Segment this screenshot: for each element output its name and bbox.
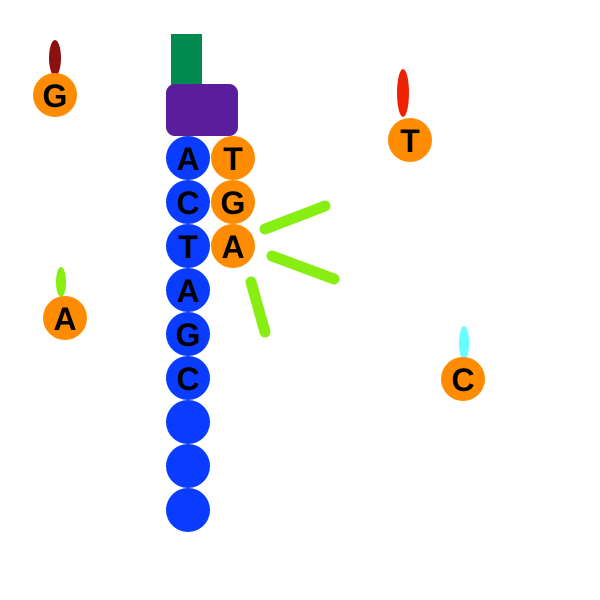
nucleotide-circle [43, 296, 87, 340]
primer-stem [171, 34, 202, 88]
template-base-5-letter: G [176, 317, 201, 353]
synthesized-base-3-letter: A [221, 229, 244, 265]
synthesized-base-1: T [211, 136, 255, 180]
nucleotide-circle [33, 73, 77, 117]
nucleotide-letter: G [43, 78, 68, 114]
ray-upper [259, 200, 331, 235]
template-base-6: C [166, 356, 210, 400]
synthesized-base-2-letter: G [221, 185, 246, 221]
incorporation-rays [245, 200, 340, 338]
synthesized-base-3-circle [211, 224, 255, 268]
synthesized-base-1-letter: T [223, 141, 243, 177]
template-base-6-letter: C [176, 361, 199, 397]
synthesized-base-1-circle [211, 136, 255, 180]
template-base-9 [166, 488, 210, 532]
free-nucleotide-C: C [441, 326, 485, 401]
free-nucleotide-G: G [33, 40, 77, 117]
free-nucleotide-T: T [388, 69, 432, 162]
template-base-7-circle [166, 400, 210, 444]
ray-lower [245, 276, 271, 338]
fluorescent-tag [49, 40, 61, 76]
nucleotide-circle [388, 118, 432, 162]
template-base-8-circle [166, 444, 210, 488]
template-base-3-circle [166, 224, 210, 268]
synthesized-strand: TGA [211, 136, 255, 268]
template-base-5-circle [166, 312, 210, 356]
synthesized-base-3: A [211, 224, 255, 268]
template-base-4-circle [166, 268, 210, 312]
template-base-6-circle [166, 356, 210, 400]
template-base-2: C [166, 180, 210, 224]
template-base-1-circle [166, 136, 210, 180]
synthesized-base-2: G [211, 180, 255, 224]
template-base-1-letter: A [176, 141, 199, 177]
template-base-1: A [166, 136, 210, 180]
fluorescent-tag [459, 326, 469, 360]
template-base-8 [166, 444, 210, 488]
polymerase-block [166, 84, 238, 136]
template-base-2-letter: C [176, 185, 199, 221]
template-base-7 [166, 400, 210, 444]
template-base-4: A [166, 268, 210, 312]
template-base-2-circle [166, 180, 210, 224]
template-base-9-circle [166, 488, 210, 532]
template-base-3: T [166, 224, 210, 268]
nucleotide-letter: A [53, 301, 76, 337]
nucleotide-circle [441, 357, 485, 401]
template-base-5: G [166, 312, 210, 356]
fluorescent-tag [397, 69, 409, 117]
template-base-4-letter: A [176, 273, 199, 309]
template-base-3-letter: T [178, 229, 198, 265]
free-nucleotide-A: A [43, 267, 87, 340]
ray-right [266, 250, 340, 285]
nucleotide-letter: T [400, 123, 420, 159]
synthesized-base-2-circle [211, 180, 255, 224]
nucleotide-letter: C [451, 362, 474, 398]
fluorescent-tag [56, 267, 66, 297]
